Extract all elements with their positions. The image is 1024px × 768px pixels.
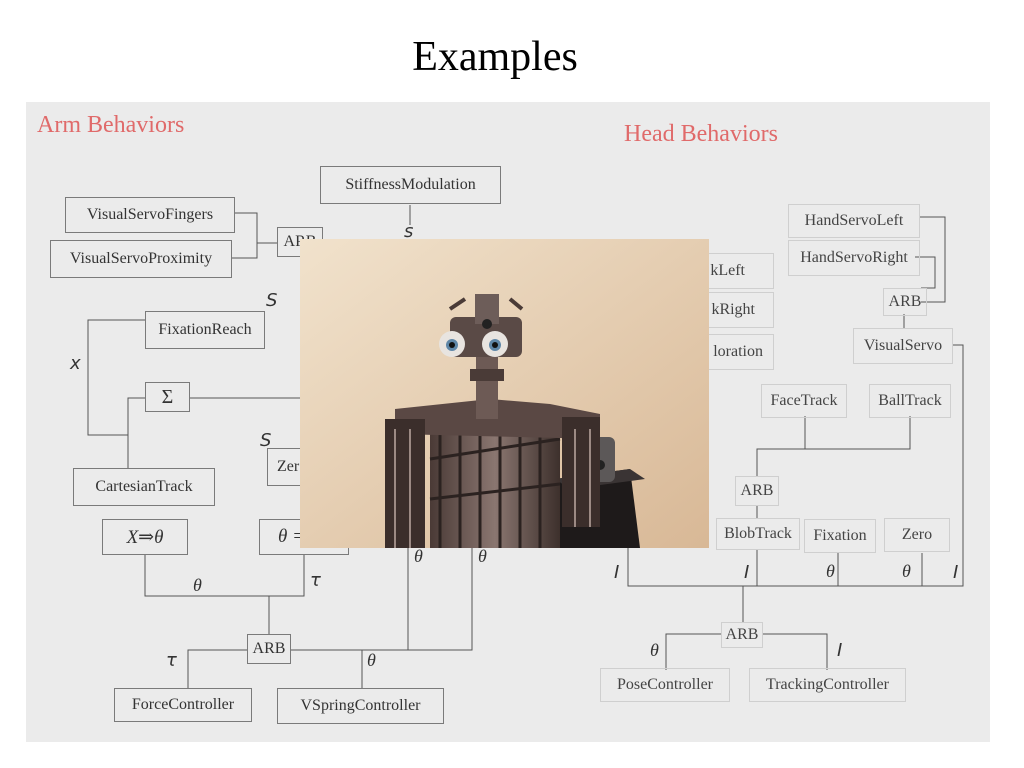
stiffness-modulation-box: StiffnessModulation [320,166,501,204]
head-symbol-theta-1: θ [826,561,835,581]
arm-arb-bottom-box: ARB [247,634,291,664]
head-symbol-i-1: I [614,562,620,583]
arm-symbol-theta-photo-1: θ [414,546,423,566]
arm-symbol-theta-vspring: θ [367,650,376,670]
head-arb-mid-box: ARB [735,476,779,506]
force-controller-box: ForceController [114,688,252,722]
head-symbol-i-3: I [953,562,959,583]
hand-servo-left-box: HandServoLeft [788,204,920,238]
blob-track-box: BlobTrack [716,518,800,550]
visual-servo-proximity-box: VisualServoProximity [50,240,232,278]
cartesian-track-box: CartesianTrack [73,468,215,506]
ball-track-box: BallTrack [869,384,951,418]
head-arb-top-box: ARB [883,288,927,316]
face-track-box: FaceTrack [761,384,847,418]
hand-servo-right-box: HandServoRight [788,240,920,276]
arm-symbol-s-low: S [260,430,272,451]
visual-servo-fingers-box: VisualServoFingers [65,197,235,233]
arm-symbol-tau-right: τ [310,570,321,591]
fixation-reach-box: FixationReach [145,311,265,349]
arm-symbol-s-top: s [404,221,414,242]
head-symbol-i-tracking: I [837,640,843,661]
arm-symbol-theta-left: θ [193,575,202,595]
head-symbol-i-2: I [744,562,750,583]
fixation-box: Fixation [804,519,876,553]
sigma-box: Σ [145,382,190,412]
robot-illustration [300,239,709,548]
arm-symbol-s-mid: S [266,290,278,311]
tracking-controller-box: TrackingController [749,668,906,702]
head-arb-bottom-box: ARB [721,622,763,648]
robot-photo [300,239,709,548]
arm-symbol-theta-photo-2: θ [478,546,487,566]
arm-behaviors-heading: Arm Behaviors [37,112,185,138]
vspring-controller-box: VSpringController [277,688,444,724]
head-symbol-theta-pose: θ [650,640,659,660]
visual-servo-box: VisualServo [853,328,953,364]
x-to-theta-box: X⇒θ [102,519,188,555]
zero-box: Zero [884,518,950,552]
pose-controller-box: PoseController [600,668,730,702]
arm-symbol-x: x [70,353,81,374]
slide-title: Examples [412,34,578,80]
head-behaviors-heading: Head Behaviors [624,121,778,147]
arm-symbol-tau-left: τ [166,650,177,671]
head-symbol-theta-2: θ [902,561,911,581]
